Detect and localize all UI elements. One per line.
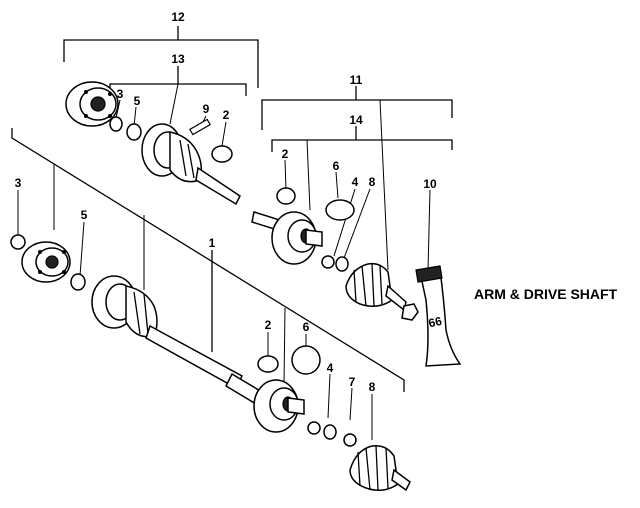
callout-12: 12 [171, 10, 185, 24]
clamp-6-lower [291, 345, 321, 375]
washer-5-upper [126, 123, 142, 141]
callout-6-right: 6 [333, 159, 340, 173]
lower-boot [349, 444, 411, 492]
diagram-caption: ARM & DRIVE SHAFT [474, 286, 618, 302]
callout-8-lower: 8 [369, 380, 376, 394]
lower-flange [21, 241, 71, 283]
right-boot [345, 262, 419, 321]
callout-4-lower: 4 [327, 361, 334, 375]
bracket-lines [11, 26, 453, 392]
circlip-4-right [321, 255, 335, 269]
washer-5-lower [70, 273, 86, 291]
callout-13: 13 [171, 52, 185, 66]
ring-7 [323, 424, 337, 440]
callout-7: 7 [349, 375, 356, 389]
clamp-2-right [276, 187, 296, 205]
right-cv-joint [271, 211, 323, 265]
upper-cv-joint [141, 123, 241, 206]
callout-2-upper: 2 [223, 108, 230, 122]
callout-4-right: 4 [352, 175, 359, 189]
callout-2-lower: 2 [265, 318, 272, 332]
upper-flange-assembly [65, 81, 119, 127]
callout-8-right: 8 [369, 175, 376, 189]
callout-9: 9 [203, 102, 210, 116]
callout-10: 10 [423, 177, 437, 191]
circlip-3-lower [10, 234, 26, 250]
callout-2-right: 2 [282, 147, 289, 161]
main-drive-shaft-1 [91, 275, 305, 433]
callout-5-lower: 5 [81, 208, 88, 222]
clamp-2-upper [211, 145, 233, 163]
dished-washer-8-right [335, 256, 349, 272]
callout-14: 14 [349, 113, 363, 127]
dished-washer-8-lower [343, 433, 357, 447]
callout-6-lower: 6 [303, 320, 310, 334]
callout-3-upper: 3 [117, 87, 124, 101]
circlip-3-upper [109, 116, 123, 132]
callout-5-upper: 5 [134, 94, 141, 108]
callout-numbers: 12 13 3 5 9 2 11 14 2 6 4 8 10 3 5 1 2 6… [15, 10, 437, 394]
callout-11: 11 [350, 73, 363, 87]
circlip-4-lower [307, 421, 321, 435]
callout-1: 1 [209, 236, 216, 250]
clamp-6-right [325, 199, 355, 221]
clamp-2-lower [257, 355, 279, 373]
grease-packet-10: 66 [415, 265, 462, 367]
grease-label: 66 [427, 314, 443, 331]
bolt-9 [189, 118, 211, 136]
callout-3-lower: 3 [15, 176, 22, 190]
